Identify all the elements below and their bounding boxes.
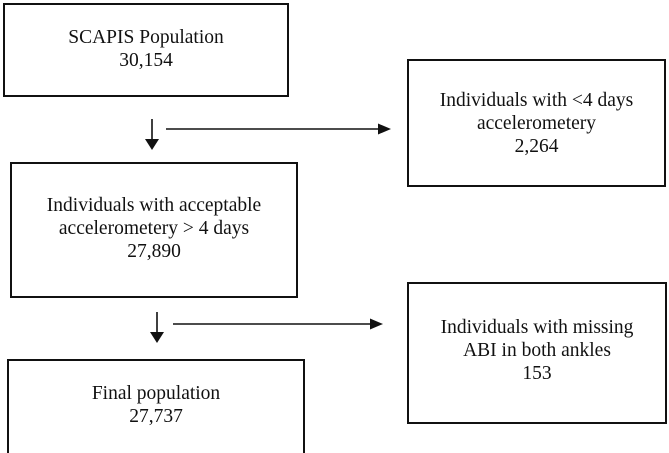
- box-count: 153: [522, 362, 552, 384]
- box-final-population: Final population 27,737: [7, 359, 305, 453]
- box-label: ABI in both ankles: [463, 339, 611, 361]
- box-label: Individuals with acceptable: [46, 194, 262, 216]
- box-label: accelerometery > 4 days: [58, 217, 250, 239]
- box-label: Individuals with <4 days: [439, 89, 634, 111]
- box-label: SCAPIS Population: [68, 27, 224, 48]
- box-count: 2,264: [514, 135, 559, 157]
- arrow-down-1-icon: [145, 119, 159, 150]
- box-count: 27,737: [129, 406, 183, 427]
- box-excluded-accelerometery: Individuals with <4 days accelerometery …: [407, 59, 666, 187]
- box-label: Individuals with missing: [440, 316, 634, 338]
- box-scapis-population: SCAPIS Population 30,154: [3, 3, 289, 97]
- arrow-down-2-icon: [150, 312, 164, 343]
- box-label: Final population: [91, 383, 221, 404]
- box-count: 30,154: [119, 50, 173, 71]
- box-count: 27,890: [127, 240, 181, 262]
- box-label: accelerometery: [476, 112, 597, 134]
- box-excluded-missing-abi: Individuals with missing ABI in both ank…: [407, 282, 667, 424]
- box-acceptable-accelerometery: Individuals with acceptable acceleromete…: [10, 162, 298, 298]
- arrow-right-2-icon: [173, 318, 383, 330]
- arrow-right-1-icon: [166, 123, 391, 135]
